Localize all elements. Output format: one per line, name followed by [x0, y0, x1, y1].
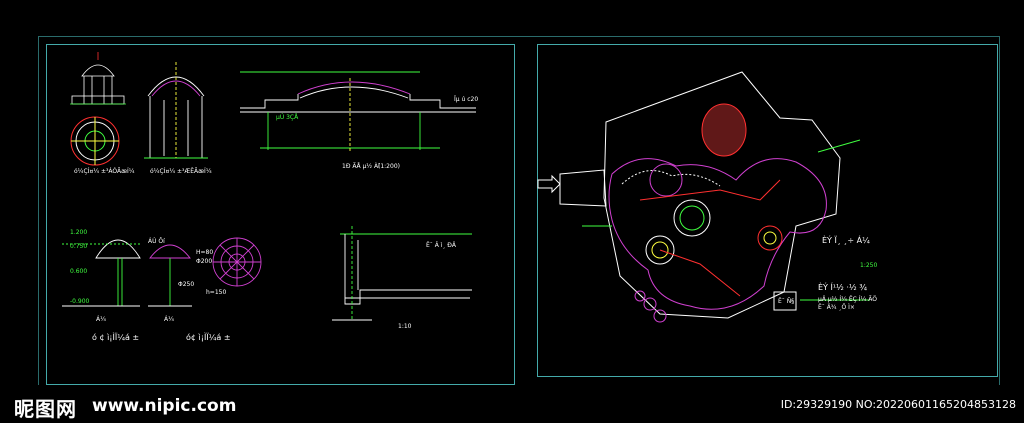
- dim-label-6: Φ200: [196, 258, 213, 265]
- umbrella-mark-c: Á¼: [164, 316, 174, 323]
- umbrella-mark-a: ÁÙ Ôí: [148, 238, 165, 245]
- site-plan-title: ÈÝ Ï¸ ¸÷ Á¼: [822, 236, 870, 245]
- bridge-elevation: [240, 71, 476, 152]
- pavilion-elevation: [70, 52, 126, 105]
- nipic-url[interactable]: www.nipic.com: [92, 396, 237, 416]
- dim-label-5: H=80: [196, 249, 214, 256]
- site-plan-note-a: µÄ µ½ Í¼ ÊÇ Í¼ ÃÖ: [818, 296, 877, 303]
- site-plan-small-a: 1:250: [860, 262, 878, 269]
- site-plan-note-b: Ê¯ Ä¾ ¸Ö Ì×: [818, 304, 855, 311]
- dim-label-7: Φ250: [178, 281, 195, 288]
- pool-note: Ê¯ Â ì¸ ÐÄ: [426, 242, 456, 249]
- bridge-title: 1Ð ÃÅ µ½ Àï: [342, 163, 380, 170]
- umbrella-elevation-a: [62, 239, 141, 307]
- watermark-footer: [0, 385, 1024, 423]
- bridge-mid-label: µÚ 3ÇÅ: [276, 114, 299, 121]
- pavilion-section: [144, 62, 208, 159]
- pavilion-section-label: ó¼ÇÍ¤¼ ±³ÆÊÃæÍ¼: [150, 168, 212, 175]
- drawing-sheet-left: [46, 44, 515, 385]
- dim-label-8: h=150: [206, 289, 227, 296]
- umbrella-elevation-b: [148, 244, 192, 307]
- pool-section: [332, 226, 472, 321]
- pool-scale: 1:10: [398, 323, 412, 330]
- nipic-logo: 昵图网: [14, 397, 77, 421]
- pavilion-plan: [70, 116, 120, 166]
- drawing-sheet-right: [537, 44, 998, 377]
- dim-label-1: 1.200: [70, 229, 88, 236]
- site-plan: [537, 71, 870, 323]
- bridge-note: Ïµ ú c20: [454, 96, 479, 103]
- image-id-text: ID:29329190 NO:20220601165204853128: [780, 398, 1016, 411]
- pavilion-elevation-label: ó¼ÇÍ¤¼ ±³ÁÓÃæÍ¼: [74, 168, 135, 175]
- bridge-scale-ratio: (1:200): [378, 163, 400, 170]
- umbrella-subtitle: ó¢ ì¡ÌÏ¼á ±: [186, 333, 231, 342]
- site-plan-subtitle: ÈÝ Í¹½ ·½ ¾: [818, 283, 867, 292]
- dim-label-2: 0.750: [70, 243, 88, 250]
- umbrella-title: ó ¢ ì¡ÌÏ¼á ±: [92, 333, 140, 342]
- dim-label-4: -0.900: [70, 298, 90, 305]
- umbrella-mark-b: Á¼: [96, 316, 106, 323]
- site-plan-legend-box: Ê¯ Ñ§: [778, 298, 795, 305]
- umbrella-plan: [212, 237, 262, 287]
- dim-label-3: 0.600: [70, 268, 88, 275]
